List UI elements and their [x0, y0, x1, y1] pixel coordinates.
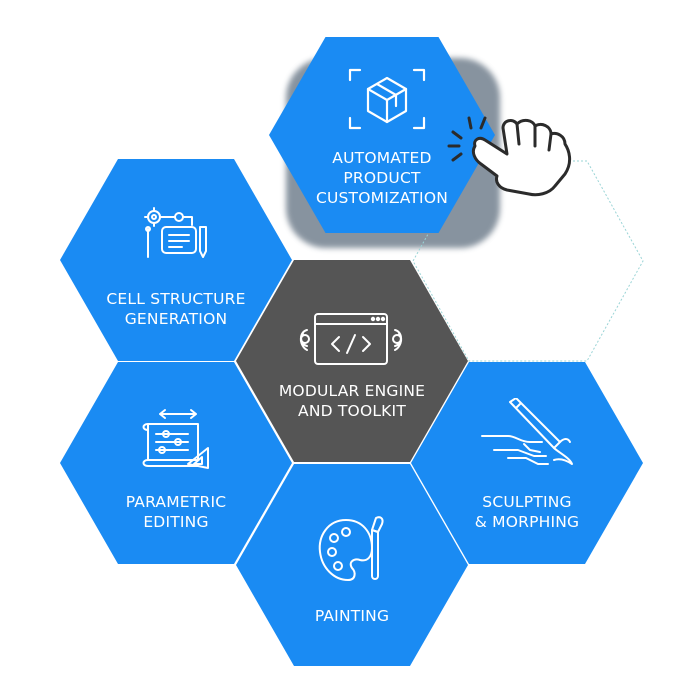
- sculpting-hand-icon: [481, 398, 573, 465]
- cube-frame-icon: [348, 68, 426, 130]
- ghost-hex-outline: [412, 160, 644, 362]
- pointing-hand-icon: [447, 116, 572, 197]
- code-window-icon: [299, 313, 403, 365]
- hex-label-automated: AUTOMATED PRODUCT CUSTOMIZATION: [315, 149, 449, 207]
- hex-label-cell: CELL STRUCTURE GENERATION: [106, 290, 246, 328]
- hex-label-parametric: PARAMETRIC EDITING: [125, 493, 227, 531]
- palette-brush-icon: [318, 516, 384, 581]
- hex-label-painting: PAINTING: [314, 607, 390, 625]
- blueprint-icon: [142, 409, 209, 469]
- hex-label-sculpting: SCULPTING & MORPHING: [474, 493, 580, 531]
- workflow-icon: [144, 207, 207, 258]
- hex-label-modular: MODULAR ENGINE AND TOOLKIT: [278, 382, 426, 420]
